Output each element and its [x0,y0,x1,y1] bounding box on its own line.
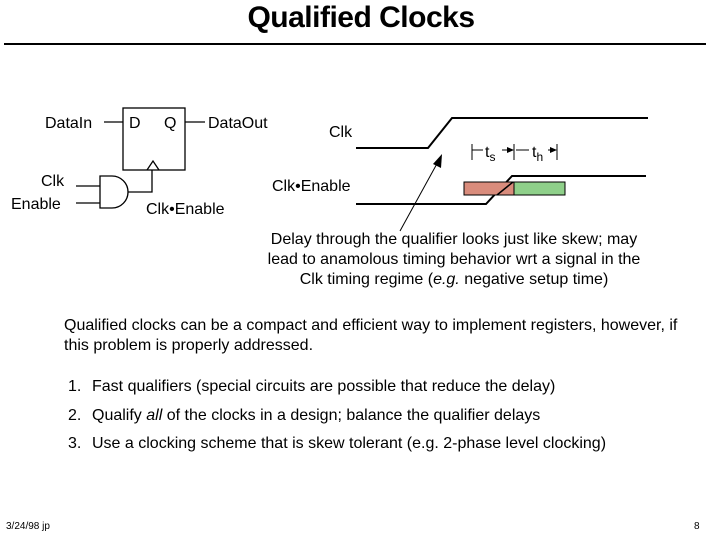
callout-line-2: lead to anamolous timing behavior wrt a … [267,251,641,268]
setup-window [463,181,515,196]
callout-text: Delay through the qualifier looks just l… [236,230,672,290]
list-item: 1.Fast qualifiers (special circuits are … [68,378,556,395]
enable-input-label: Enable [11,196,61,213]
flip-flop-schematic [76,107,205,209]
pin-d-label: D [129,115,141,132]
clk-enable-signal-label: Clk•Enable [272,178,351,195]
footer-date: 3/24/98 jp [6,521,50,532]
title-rule [4,43,706,45]
clk-input-label: Clk [41,173,65,190]
ts-arrowhead [507,147,514,153]
callout-arrow-line [399,159,440,232]
slide-title: Qualified Clocks [247,1,475,34]
body-paragraph: Qualified clocks can be a compact and ef… [64,317,678,354]
list-item: 3.Use a clocking scheme that is skew tol… [68,435,607,452]
callout-line-1: Delay through the qualifier looks just l… [270,231,638,248]
gate-output-label: Clk•Enable [146,201,225,218]
th-arrowhead [550,147,557,153]
callout-line-3: Clk timing regime (e.g. negative setup t… [299,271,609,288]
hold-window [513,181,566,196]
ts-label: ts [485,144,495,164]
setup-region-diagonal [496,181,514,196]
and-gate [99,175,129,209]
clk-signal-label: Clk [329,124,353,141]
data-in-label: DataIn [45,115,92,132]
th-label: th [532,144,543,164]
clock-input-triangle [146,159,160,171]
clk-waveform [356,117,648,149]
list-item: 2.Qualify all of the clocks in a design;… [68,407,541,424]
gated-clock-wire [128,170,153,193]
page-number: 8 [694,521,700,532]
flip-flop-box [122,107,186,171]
callout-arrowhead [433,154,442,168]
data-out-label: DataOut [208,115,268,132]
pin-q-label: Q [164,115,176,132]
